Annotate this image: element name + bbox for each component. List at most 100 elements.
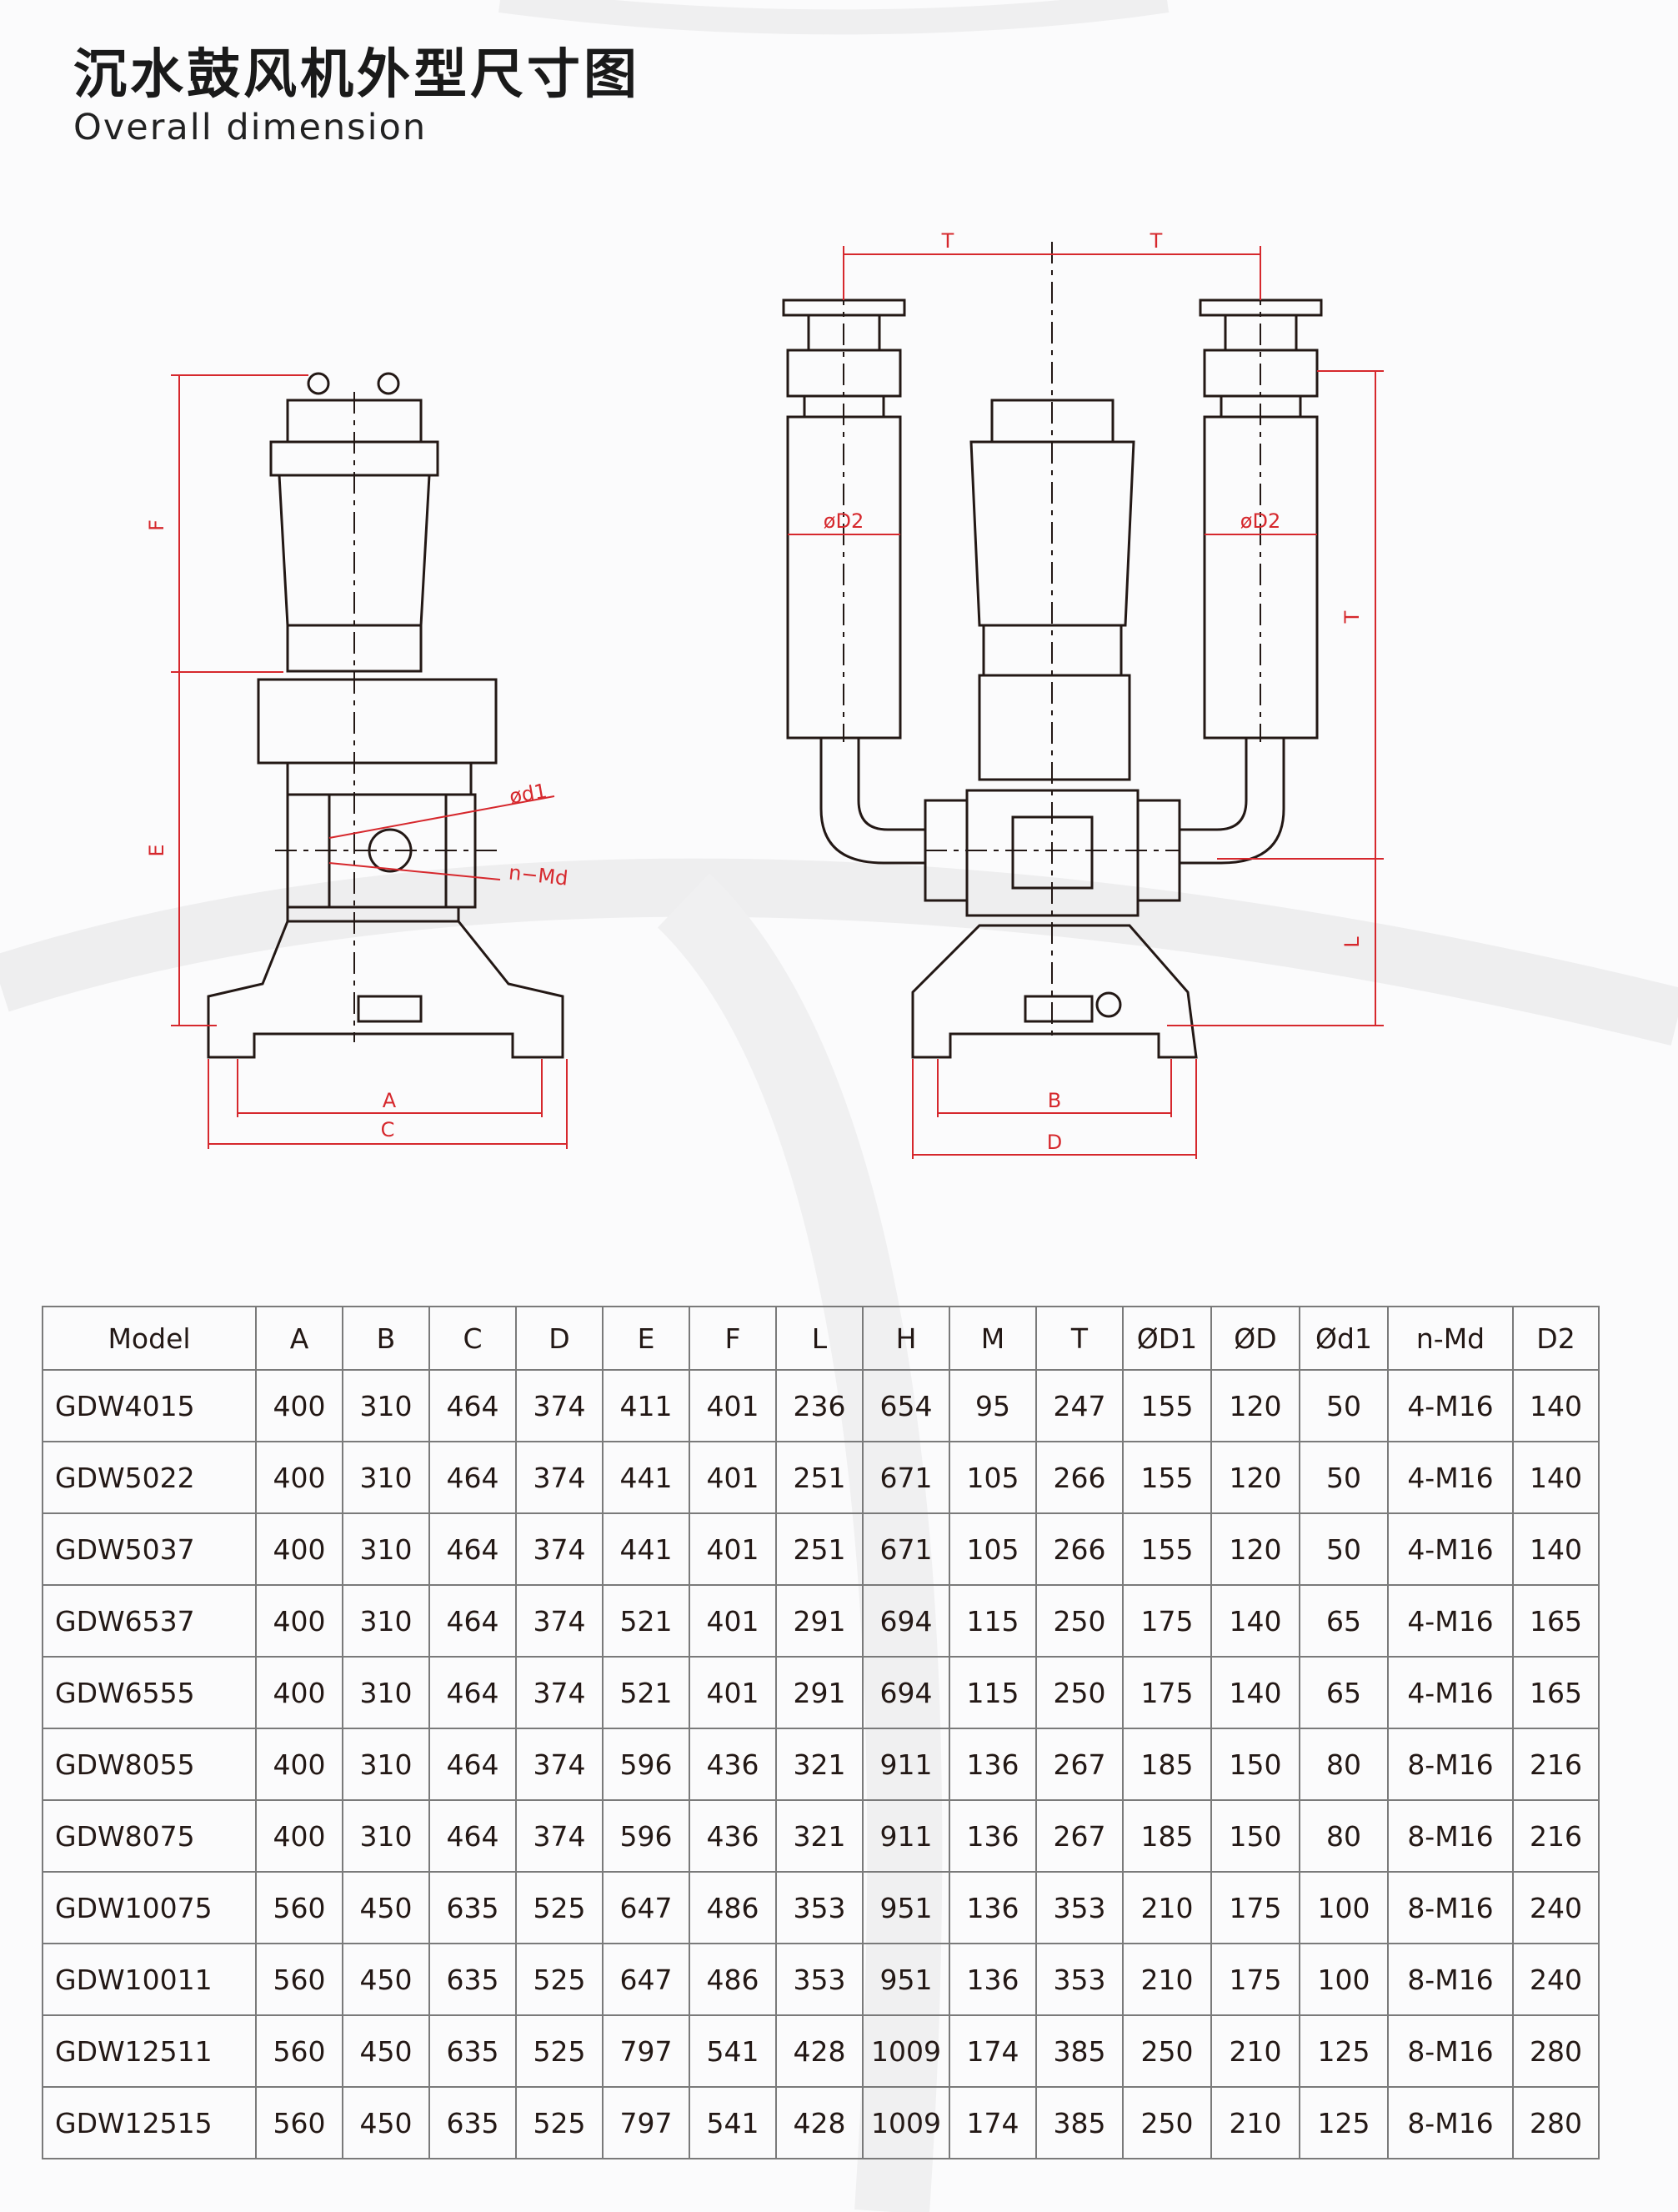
table-cell: 911 bbox=[862, 1728, 950, 1801]
table-cell: 560 bbox=[255, 2014, 343, 2088]
table-cell: 120 bbox=[1210, 1369, 1300, 1442]
table-cell: 65 bbox=[1299, 1656, 1389, 1729]
column-header: H bbox=[862, 1306, 950, 1371]
table-cell: 80 bbox=[1299, 1799, 1389, 1873]
dim-label-nMd: n−Md bbox=[508, 860, 569, 890]
table-cell: 310 bbox=[342, 1369, 430, 1442]
table-cell: 635 bbox=[428, 1871, 517, 1944]
table-cell: 310 bbox=[342, 1728, 430, 1801]
page-title: 沉水鼓风机外型尺寸图 bbox=[73, 44, 640, 106]
table-cell: 525 bbox=[515, 2086, 604, 2159]
table-cell: 400 bbox=[255, 1441, 343, 1514]
table-cell: 8-M16 bbox=[1387, 1943, 1514, 2016]
table-cell: 450 bbox=[342, 2086, 430, 2159]
table-cell: 100 bbox=[1299, 1871, 1389, 1944]
table-cell: 694 bbox=[862, 1584, 950, 1658]
table-cell: 216 bbox=[1512, 1728, 1600, 1801]
table-cell: 155 bbox=[1122, 1369, 1212, 1442]
table-cell: 450 bbox=[342, 1943, 430, 2016]
table-cell: 247 bbox=[1035, 1369, 1124, 1442]
table-cell: 100 bbox=[1299, 1943, 1389, 2016]
table-cell: 155 bbox=[1122, 1512, 1212, 1586]
page-subtitle: Overall dimension bbox=[73, 107, 428, 148]
table-cell: 280 bbox=[1512, 2014, 1600, 2088]
table-cell: 374 bbox=[515, 1584, 604, 1658]
table-cell: 374 bbox=[515, 1799, 604, 1873]
table-header-row: Model A B C D E F L H M T ØD1 ØD Ød1 n-M… bbox=[42, 1306, 1600, 1371]
table-cell: 250 bbox=[1122, 2014, 1212, 2088]
model-cell: GDW6537 bbox=[42, 1584, 257, 1658]
table-cell: 441 bbox=[602, 1441, 690, 1514]
table-cell: 120 bbox=[1210, 1441, 1300, 1514]
column-header: M bbox=[949, 1306, 1037, 1371]
model-cell: GDW10075 bbox=[42, 1871, 257, 1944]
table-cell: 136 bbox=[949, 1799, 1037, 1873]
dim-label-B: B bbox=[1048, 1089, 1061, 1112]
table-cell: 95 bbox=[949, 1369, 1037, 1442]
table-cell: 560 bbox=[255, 1943, 343, 2016]
model-cell: GDW12515 bbox=[42, 2086, 257, 2159]
table-cell: 374 bbox=[515, 1441, 604, 1514]
table-cell: 8-M16 bbox=[1387, 2014, 1514, 2088]
table-cell: 441 bbox=[602, 1512, 690, 1586]
table-cell: 401 bbox=[689, 1512, 777, 1586]
table-cell: 635 bbox=[428, 2086, 517, 2159]
column-header: L bbox=[775, 1306, 864, 1371]
table-cell: 105 bbox=[949, 1441, 1037, 1514]
table-cell: 250 bbox=[1035, 1656, 1124, 1729]
column-header: C bbox=[428, 1306, 517, 1371]
table-cell: 525 bbox=[515, 1871, 604, 1944]
table-cell: 267 bbox=[1035, 1728, 1124, 1801]
table-cell: 250 bbox=[1122, 2086, 1212, 2159]
table-cell: 541 bbox=[689, 2014, 777, 2088]
table-cell: 374 bbox=[515, 1728, 604, 1801]
table-cell: 236 bbox=[775, 1369, 864, 1442]
table-cell: 400 bbox=[255, 1512, 343, 1586]
table-cell: 635 bbox=[428, 2014, 517, 2088]
table-cell: 797 bbox=[602, 2014, 690, 2088]
table-cell: 4-M16 bbox=[1387, 1369, 1514, 1442]
table-cell: 291 bbox=[775, 1656, 864, 1729]
table-cell: 250 bbox=[1035, 1584, 1124, 1658]
table-cell: 120 bbox=[1210, 1512, 1300, 1586]
table-cell: 105 bbox=[949, 1512, 1037, 1586]
table-cell: 216 bbox=[1512, 1799, 1600, 1873]
table-cell: 436 bbox=[689, 1799, 777, 1873]
table-cell: 464 bbox=[428, 1369, 517, 1442]
dim-label-A: A bbox=[383, 1089, 397, 1112]
dim-label-D2-right: øD2 bbox=[1240, 509, 1280, 533]
table-cell: 525 bbox=[515, 1943, 604, 2016]
column-header: T bbox=[1035, 1306, 1124, 1371]
table-cell: 175 bbox=[1122, 1584, 1212, 1658]
model-cell: GDW6555 bbox=[42, 1656, 257, 1729]
dim-label-T-right: T bbox=[1150, 229, 1163, 253]
table-cell: 174 bbox=[949, 2086, 1037, 2159]
table-cell: 450 bbox=[342, 2014, 430, 2088]
table-cell: 136 bbox=[949, 1871, 1037, 1944]
column-header: Model bbox=[42, 1306, 257, 1371]
table-cell: 401 bbox=[689, 1656, 777, 1729]
table-cell: 310 bbox=[342, 1799, 430, 1873]
table-cell: 140 bbox=[1512, 1369, 1600, 1442]
table-cell: 374 bbox=[515, 1369, 604, 1442]
dim-label-E: E bbox=[145, 844, 168, 856]
table-cell: 150 bbox=[1210, 1728, 1300, 1801]
table-cell: 136 bbox=[949, 1943, 1037, 2016]
table-cell: 115 bbox=[949, 1656, 1037, 1729]
table-cell: 464 bbox=[428, 1799, 517, 1873]
model-cell: GDW8075 bbox=[42, 1799, 257, 1873]
table-cell: 125 bbox=[1299, 2086, 1389, 2159]
model-cell: GDW4015 bbox=[42, 1369, 257, 1442]
model-cell: GDW10011 bbox=[42, 1943, 257, 2016]
table-cell: 210 bbox=[1210, 2014, 1300, 2088]
table-cell: 185 bbox=[1122, 1728, 1212, 1801]
dim-label-D: D bbox=[1047, 1131, 1062, 1154]
table-cell: 251 bbox=[775, 1512, 864, 1586]
table-cell: 136 bbox=[949, 1728, 1037, 1801]
dim-label-C: C bbox=[381, 1118, 395, 1141]
